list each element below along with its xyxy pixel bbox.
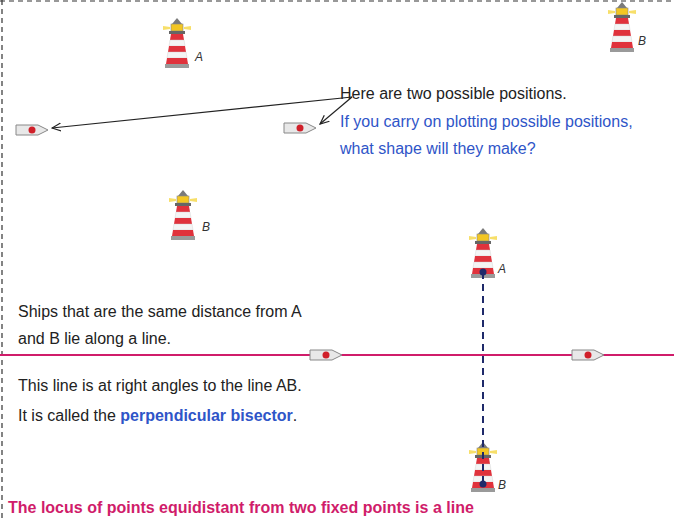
explanation-text-line: It is called the perpendicular bisector.: [18, 402, 458, 429]
lighthouse-label: A: [195, 50, 215, 64]
explanation-text: This line is at right angles to the line…: [18, 372, 438, 399]
lighthouse-label: B: [638, 34, 658, 48]
explanation-text: It is called the: [18, 407, 116, 424]
lighthouse-label: A: [498, 262, 518, 276]
explanation-text: .: [293, 407, 297, 424]
explanation-text: Ships that are the same distance from A …: [18, 298, 318, 352]
key-term: perpendicular bisector: [120, 407, 293, 424]
question-text: If you carry on plotting possible positi…: [340, 108, 658, 162]
note-text: Here are two possible positions.: [340, 80, 670, 107]
lighthouse-label: B: [498, 478, 518, 492]
lighthouse-label: B: [202, 220, 222, 234]
conclusion-text: The locus of points equidistant from two…: [8, 494, 668, 521]
